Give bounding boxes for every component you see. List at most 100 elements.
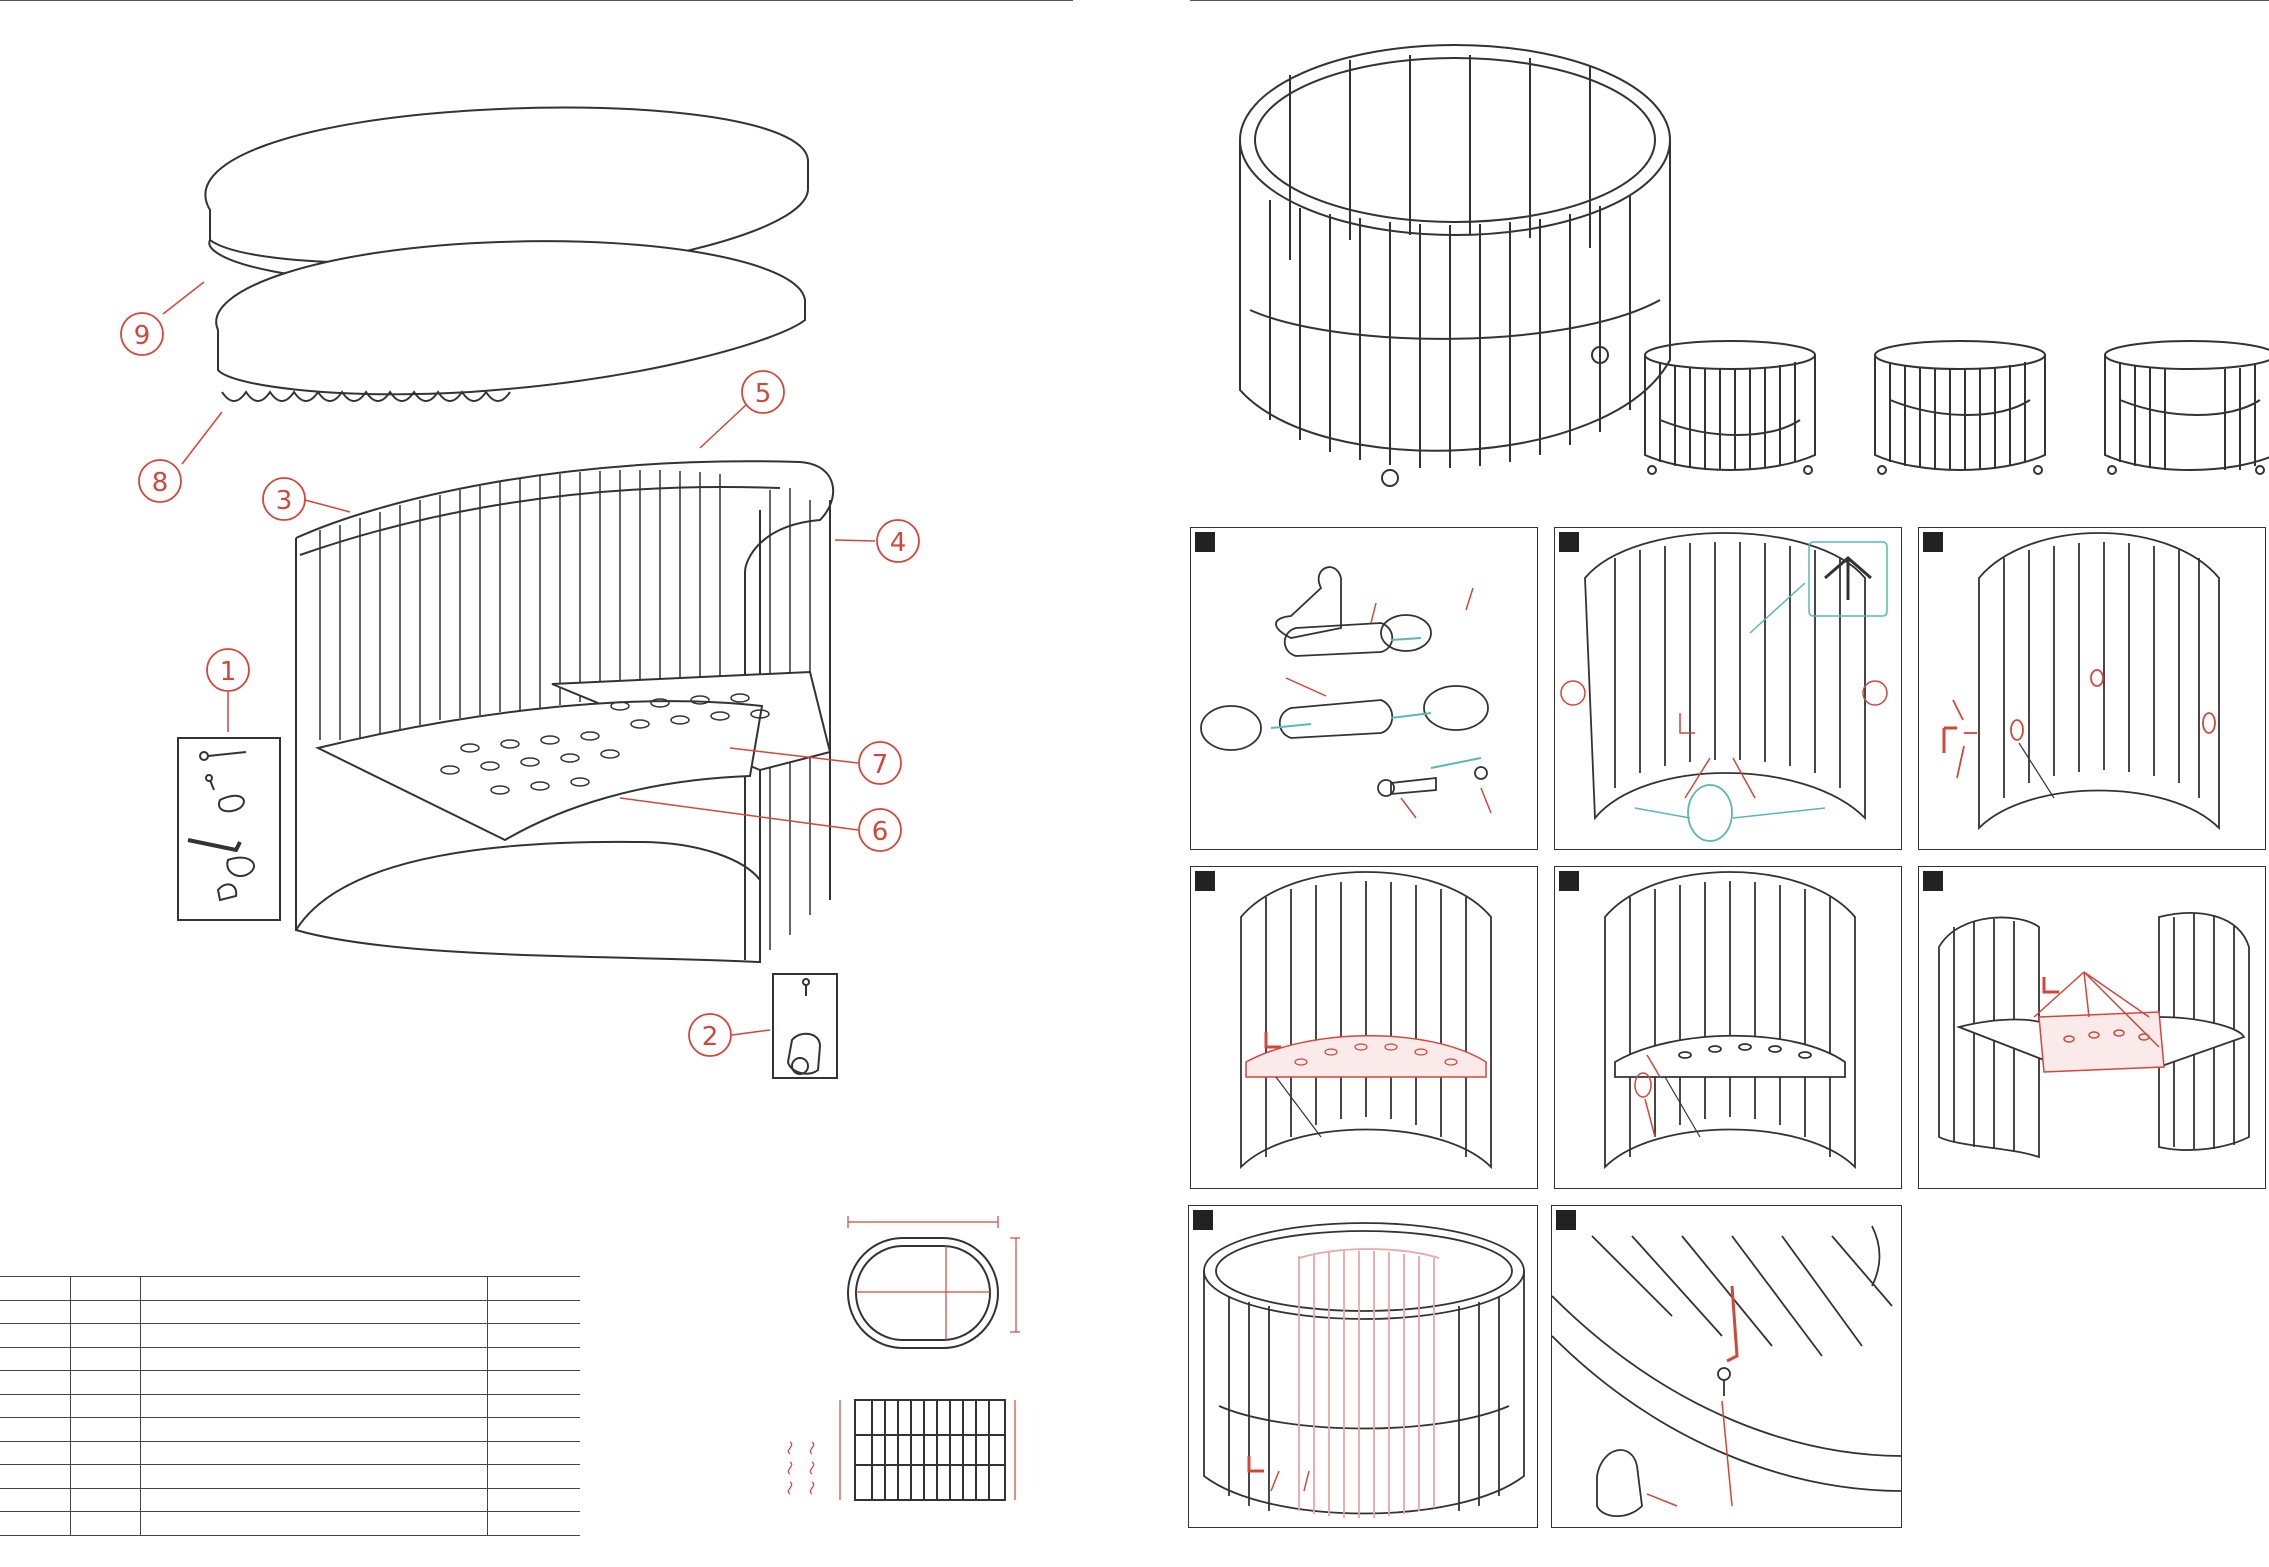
- side-alignment-detail: [1560, 532, 1888, 842]
- step-marker: [1193, 1210, 1213, 1230]
- table-cell: [0, 1394, 71, 1418]
- table-cell: [140, 1276, 489, 1301]
- cap-icon: [216, 883, 238, 902]
- table-cell: [70, 1511, 142, 1536]
- extension-plate-detail: [1938, 912, 2250, 1159]
- table-cell: [140, 1323, 489, 1348]
- callout-number: 7: [872, 750, 889, 780]
- step-marker: [1195, 871, 1215, 891]
- table-cell: [0, 1417, 71, 1442]
- table-row: [0, 1441, 580, 1465]
- step-panel-8: [1551, 1205, 1902, 1528]
- table-row: [0, 1417, 580, 1442]
- step-marker: [1923, 871, 1943, 891]
- callout-number: 5: [755, 379, 772, 409]
- mattress-base-drawing: [215, 240, 806, 402]
- callout-labels: 9 8 5 3 4 1 7: [120, 312, 920, 1057]
- step-marker: [1559, 532, 1579, 552]
- dimension-drawings: [787, 1216, 1020, 1501]
- table-cell: [487, 1417, 580, 1442]
- callout-9: 9: [120, 312, 164, 356]
- table-cell: [140, 1441, 489, 1465]
- table-cell: [0, 1323, 71, 1348]
- callout-4: 4: [876, 519, 920, 563]
- overview-drawings: [1239, 44, 2269, 487]
- callout-6: 6: [858, 808, 902, 852]
- step-marker: [1556, 1210, 1576, 1230]
- base-plate-screw-detail: [1604, 871, 1856, 1170]
- bolt-icon: [199, 751, 247, 761]
- exploded-view-drawing: [162, 106, 876, 1079]
- hardware-kit-box: [177, 737, 281, 921]
- callout-number: 8: [152, 468, 169, 498]
- table-cell: [70, 1347, 142, 1371]
- top-view-dimension-lines: [847, 1216, 1020, 1340]
- assembled-crib-large: [1239, 44, 1671, 487]
- parts-table: [0, 1276, 580, 1536]
- table-cell: [140, 1417, 489, 1442]
- table-cell: [487, 1464, 580, 1489]
- base-plates-drawing: [315, 670, 832, 842]
- table-cell: [487, 1300, 580, 1324]
- callout-number: 9: [134, 321, 151, 351]
- callout-5: 5: [741, 370, 785, 414]
- config-small-crib: [1644, 340, 1816, 475]
- table-cell: [140, 1347, 489, 1371]
- table-row: [0, 1464, 580, 1489]
- table-cell: [70, 1488, 142, 1512]
- callout-number: 3: [276, 486, 293, 516]
- step-panel-2: [1554, 527, 1902, 850]
- callout-number: 1: [220, 657, 237, 687]
- config-medium-crib: [1874, 340, 2046, 475]
- step-panel-7: [1188, 1205, 1538, 1528]
- connector-icon: [226, 856, 255, 878]
- step-panel-6: [1918, 866, 2266, 1189]
- table-cell: [0, 1370, 71, 1395]
- right-page: [1188, 0, 2269, 1567]
- table-cell: [0, 1347, 71, 1371]
- table-cell: [70, 1370, 142, 1395]
- callout-number: 6: [872, 817, 889, 847]
- arrow-up-icon: [1824, 556, 1872, 600]
- table-cell: [140, 1464, 489, 1489]
- crib-slats: [319, 470, 811, 950]
- table-cell: [487, 1511, 580, 1536]
- callout-8: 8: [138, 459, 182, 503]
- table-cell: [487, 1488, 580, 1512]
- step-panel-3: [1918, 527, 2266, 850]
- step-marker: [1923, 532, 1943, 552]
- table-cell: [140, 1488, 489, 1512]
- hex-key-icon: [187, 838, 242, 853]
- base-plate-holes: [440, 693, 770, 795]
- table-cell: [70, 1464, 142, 1489]
- side-fastening-detail: [1942, 532, 2220, 831]
- config-extended-crib: [2104, 340, 2269, 475]
- table-cell: [487, 1347, 580, 1371]
- caster-kit-box: [772, 973, 838, 1079]
- step-panel-4: [1190, 866, 1538, 1189]
- callout-number: 4: [890, 528, 907, 558]
- base-plate-install-detail: [1240, 871, 1492, 1170]
- table-cell: [70, 1300, 142, 1324]
- table-cell: [0, 1300, 71, 1324]
- callout-1: 1: [206, 648, 250, 692]
- caster-wheel-icon: [786, 1032, 822, 1075]
- table-row: [0, 1370, 580, 1395]
- callout-leaders: [162, 281, 876, 1036]
- screw-icon: [802, 978, 810, 996]
- table-row: [0, 1300, 580, 1324]
- table-cell: [487, 1394, 580, 1418]
- table-cell: [0, 1464, 71, 1489]
- left-page: 9 8 5 3 4 1 7: [0, 0, 1073, 1567]
- table-cell: [487, 1370, 580, 1395]
- extended-crib-overlay-detail: [1203, 1222, 1525, 1518]
- table-row: [0, 1276, 580, 1301]
- crib-half-drawing: [295, 460, 834, 964]
- parts-table-body: [0, 1276, 580, 1536]
- table-cell: [70, 1417, 142, 1442]
- table-cell: [0, 1488, 71, 1512]
- step-marker: [1559, 871, 1579, 891]
- screw-icon: [1717, 1367, 1731, 1396]
- table-row: [0, 1488, 580, 1512]
